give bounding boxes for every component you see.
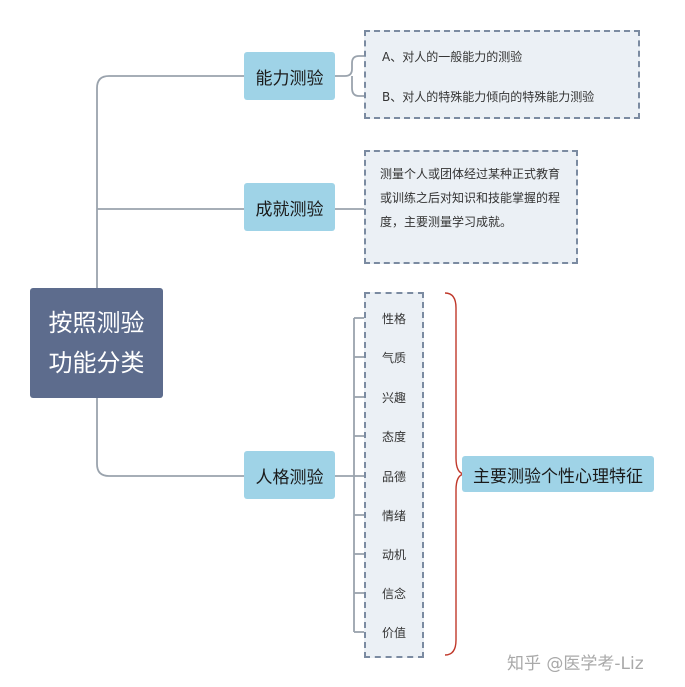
achievement-description-box: 测量个人或团体经过某种正式教育或训练之后对知识和技能掌握的程度，主要测量学习成就… <box>364 150 578 264</box>
personality-test-node: 人格测验 <box>244 451 335 499</box>
root-title-line2: 功能分类 <box>48 349 145 377</box>
trait-item: 气质 <box>381 351 406 365</box>
ability-item-connector <box>351 76 366 97</box>
watermark: 知乎 @医学考-Liz <box>507 654 644 674</box>
trait-item: 兴趣 <box>381 391 406 405</box>
root-title-line1: 按照测验 <box>48 309 145 337</box>
trait-item: 动机 <box>381 548 406 562</box>
achievement-description: 测量个人或团体经过某种正式教育或训练之后对知识和技能掌握的程度，主要测量学习成就… <box>380 167 561 229</box>
branch-personality-line <box>96 398 244 477</box>
trait-item: 性格 <box>381 312 406 326</box>
ability-item-connector <box>335 55 366 77</box>
root-node: 按照测验 功能分类 <box>30 288 163 398</box>
trait-item: 品德 <box>381 470 406 484</box>
trait-item: 信念 <box>381 587 406 601</box>
trunk-line <box>96 75 244 288</box>
achievement-test-node: 成就测验 <box>244 183 335 231</box>
ability-item-b: B、对人的特殊能力倾向的特殊能力测验 <box>382 90 595 104</box>
ability-item-a: A、对人的一般能力的测验 <box>382 50 523 64</box>
ability-items-box: A、对人的一般能力的测验 B、对人的特殊能力倾向的特殊能力测验 <box>364 30 640 119</box>
ability-test-node: 能力测验 <box>244 52 335 100</box>
trait-item: 情绪 <box>381 509 406 523</box>
trait-spine <box>335 318 355 632</box>
trait-item: 态度 <box>381 430 406 444</box>
personality-traits-box: 性格 气质 兴趣 态度 品德 情绪 动机 信念 价值 <box>364 292 424 658</box>
personality-summary-node: 主要测验个性心理特征 <box>462 456 654 492</box>
trait-item: 价值 <box>381 626 406 640</box>
